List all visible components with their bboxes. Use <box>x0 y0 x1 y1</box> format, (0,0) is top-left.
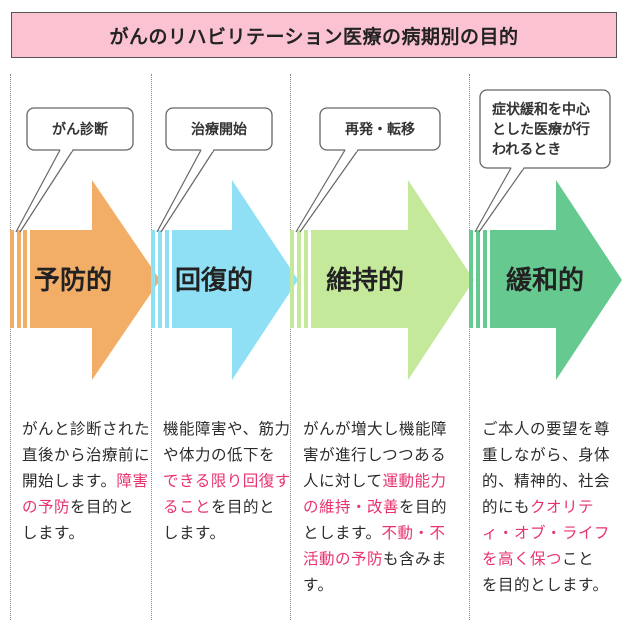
column-divider <box>151 74 152 620</box>
stage-arrow-prevention <box>30 180 160 380</box>
stage-label-prevention: 予防的 <box>34 265 112 296</box>
callout-tail-gap <box>61 148 72 152</box>
callout-tail-line <box>478 167 525 233</box>
description-text: がんが増大し機能障害が進行しつつある人に対して <box>303 420 448 490</box>
description-text: 機能障害や、筋力や体力の低下を <box>163 420 291 464</box>
callout-tail-gap <box>512 166 523 170</box>
callout-tail-fill <box>159 149 214 232</box>
stage-arrow-recovery <box>172 180 298 380</box>
callout-tail-gap <box>346 148 357 152</box>
stage-bar <box>151 230 155 328</box>
stage-bar <box>297 230 301 328</box>
stage-bar <box>17 230 21 328</box>
callout-bubble <box>26 107 134 151</box>
stage-description-maintenance: がんが増大し機能障害が進行しつつある人に対して運動能力の維持・改善を目的とします… <box>303 416 459 598</box>
column-divider <box>290 74 291 620</box>
stage-label-recovery: 回復的 <box>175 265 253 296</box>
stage-label-maintenance: 維持的 <box>326 265 404 296</box>
description-text: がんと診断された直後から治療前に開始します。 <box>22 420 151 490</box>
highlighted-text: クオリティ・オブ・ライフを高く保つ <box>482 498 611 568</box>
column-divider <box>469 74 470 620</box>
stage-bar <box>158 230 162 328</box>
callout-text-line: 再発・転移 <box>345 121 415 138</box>
description-text: ご本人の要望を尊重しながら、身体的、精神的、社会的にも <box>482 420 611 516</box>
callout-tail-line <box>160 149 215 233</box>
stage-description-recovery: 機能障害や、筋力や体力の低下をできる限り回復することを目的とします。 <box>163 416 291 546</box>
stage-arrow-maintenance <box>311 180 474 380</box>
callout-text-line: 症状緩和を中心 <box>492 101 590 118</box>
callout-tail-fill <box>18 149 73 232</box>
highlighted-text: 不動・不活動の予防 <box>303 524 446 568</box>
callout-bubble <box>165 107 273 151</box>
stage-bar <box>304 230 308 328</box>
description-text: ことを目的とします。 <box>482 550 609 594</box>
highlighted-text: 運動能力の維持・改善 <box>303 472 447 516</box>
page-title: がんのリハビリテーション医療の病期別の目的 <box>11 12 617 58</box>
stage-description-palliative: ご本人の要望を尊重しながら、身体的、精神的、社会的にもクオリティ・オブ・ライフを… <box>482 416 610 598</box>
callout-tail-fill <box>477 167 524 232</box>
callout-text-line: とした医療が行 <box>492 121 590 138</box>
callout-bubble <box>479 89 611 169</box>
callout-tail-line <box>156 149 202 233</box>
highlighted-text: 障害の予防 <box>22 472 149 516</box>
callout-text-line: 治療開始 <box>191 121 247 138</box>
description-text: を目的とします。 <box>22 498 135 542</box>
description-text: を目的とします。 <box>303 498 448 542</box>
callout-tail-gap <box>202 148 213 152</box>
stage-bar <box>10 230 14 328</box>
stage-description-prevention: がんと診断された直後から治療前に開始します。障害の予防を目的とします。 <box>22 416 150 546</box>
stage-bar <box>23 230 27 328</box>
highlighted-text: できる限り回復すること <box>163 472 291 516</box>
callout-tail-line <box>15 149 61 233</box>
stage-bar <box>476 230 480 328</box>
callout-tail-line <box>474 167 512 233</box>
callout-tail-line <box>295 149 346 233</box>
callout-text-line: がん診断 <box>52 121 108 138</box>
description-text: を目的とします。 <box>163 498 276 542</box>
stage-bar <box>469 230 473 328</box>
stage-label-palliative: 緩和的 <box>506 265 584 296</box>
description-text: も含みます。 <box>303 550 448 594</box>
callout-tail-fill <box>298 149 358 232</box>
stage-bar <box>290 230 294 328</box>
column-divider <box>10 74 11 620</box>
stage-bar <box>483 230 487 328</box>
stage-bar <box>165 230 169 328</box>
callout-tail-line <box>299 149 359 233</box>
callout-text-line: われるとき <box>492 142 561 158</box>
callout-bubble <box>319 107 441 151</box>
callout-tail-line <box>19 149 74 233</box>
stage-arrow-palliative <box>490 180 622 380</box>
